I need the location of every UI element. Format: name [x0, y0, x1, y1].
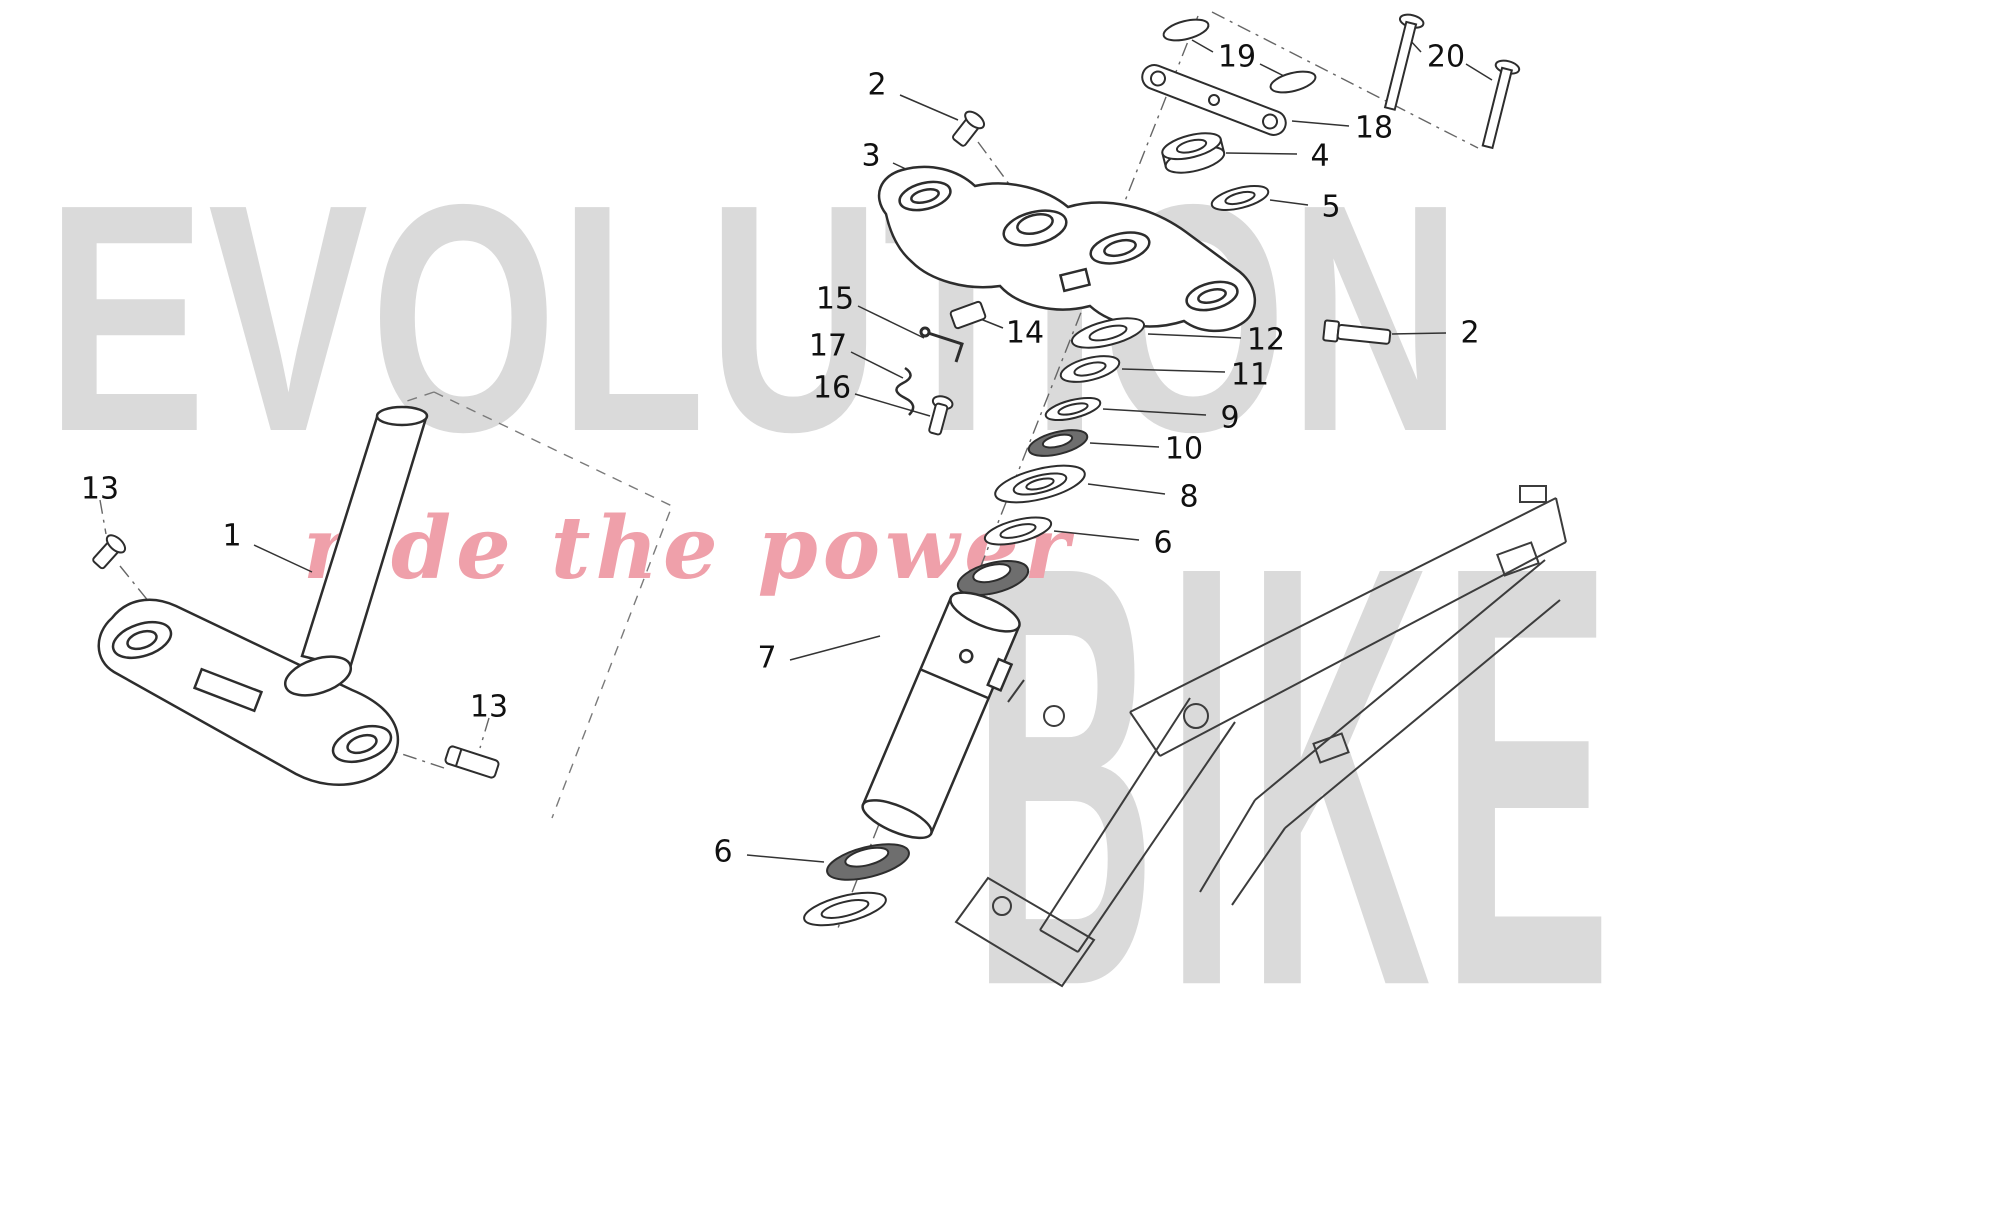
callout-label-7-8: 7 [757, 640, 777, 676]
part-5-washer [1210, 185, 1270, 211]
part-17-spring-wire [895, 366, 915, 416]
callout-label-18-20: 18 [1354, 110, 1394, 146]
part-7-head-tube [861, 591, 1021, 840]
callout-label-14-16: 14 [1005, 315, 1045, 351]
callout-label-19-21: 19 [1217, 39, 1257, 75]
frame-sketch [954, 485, 1567, 988]
callout-label-5-5: 5 [1321, 189, 1341, 225]
part-upper-bearing-race [956, 560, 1030, 596]
part-19-covers [1162, 18, 1317, 94]
part-10-bearing [1027, 429, 1089, 457]
callout-label-13-14: 13 [80, 471, 120, 507]
callout-label-15-17: 15 [815, 281, 855, 317]
part-3-top-triple-clamp [877, 165, 1257, 333]
projection-dashed-lines [403, 391, 673, 819]
part-4-steering-nut [1161, 132, 1226, 174]
callout-label-9-10: 9 [1220, 400, 1240, 436]
callout-label-1-0: 1 [222, 518, 242, 554]
part-2-bolt-top [952, 110, 986, 147]
callout-label-16-18: 16 [812, 370, 852, 406]
watermark-tagline: ride the power [303, 498, 1075, 599]
callout-label-10-11: 10 [1164, 431, 1204, 467]
part-13-pin-right [444, 745, 500, 779]
watermark-word-secondary: BIKE [972, 442, 1622, 1113]
callout-label-12-13: 12 [1246, 322, 1286, 358]
callout-label-4-4: 4 [1310, 138, 1330, 174]
leader-lines [253, 37, 1493, 863]
callout-label-2-1: 2 [867, 67, 887, 103]
part-13-bolt-left [92, 534, 127, 570]
callout-label-20-22: 20 [1426, 39, 1466, 75]
part-20-bolts [1383, 13, 1521, 150]
callout-label-11-12: 11 [1230, 357, 1270, 393]
callout-label-6-6: 6 [1153, 525, 1173, 561]
callout-label-13-15: 13 [469, 689, 509, 725]
part-9-washer [1044, 396, 1102, 422]
part-14-clip [949, 300, 987, 330]
callout-label-3-3: 3 [861, 138, 881, 174]
part-2-bolt-right [1322, 319, 1392, 345]
callout-label-17-19: 17 [808, 328, 848, 364]
callout-label-6-7: 6 [713, 834, 733, 870]
part-8-dust-seal [994, 464, 1086, 504]
part-15-bracket [919, 326, 964, 363]
part-16-bolt [928, 395, 954, 436]
callout-label-2-2: 2 [1460, 315, 1480, 351]
part-6-lower-bearing [803, 843, 910, 927]
part-11-washer [1059, 355, 1121, 383]
callout-label-8-9: 8 [1179, 479, 1199, 515]
part-18-bracket [1141, 64, 1287, 136]
part-12-lock-washer [1070, 317, 1146, 349]
part-1-bottom-yoke [97, 405, 429, 786]
part-6-upper-seal [983, 516, 1053, 546]
